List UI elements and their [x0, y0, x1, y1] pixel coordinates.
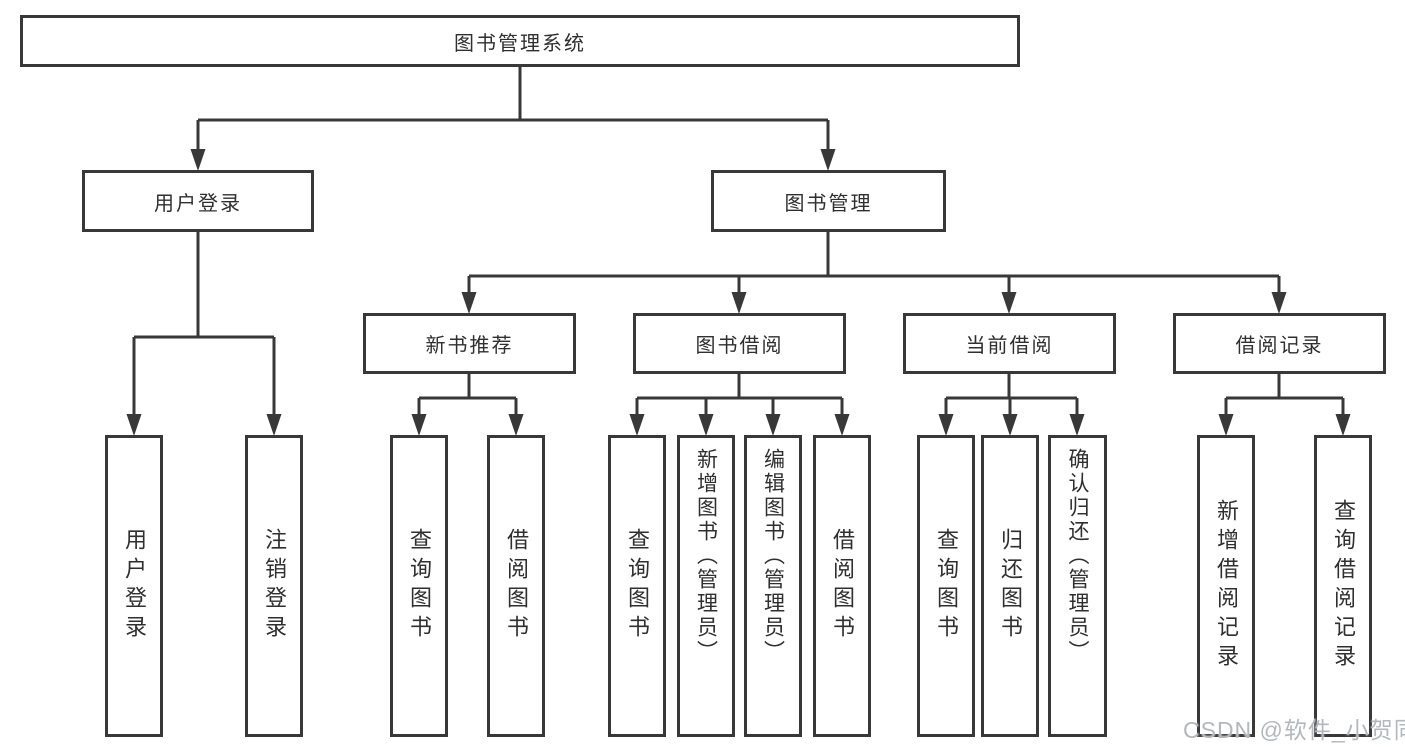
leaf-query-books-borrowing: 查询图书	[608, 435, 666, 737]
csdn-watermark: CSDN @软件_小贺同学	[1183, 717, 1405, 743]
leaf-label: 查询图书	[934, 528, 959, 644]
arrowhead-icon	[126, 414, 142, 436]
arrowhead-icon	[834, 414, 850, 436]
connector	[196, 67, 830, 152]
arrowhead-icon	[1271, 292, 1287, 314]
node-borrowing-records: 借阅记录	[1173, 313, 1386, 374]
leaf-label: 注销登录	[262, 528, 287, 644]
arrowhead-icon	[266, 414, 282, 436]
connector	[635, 374, 844, 417]
leaf-borrow-books-recommend: 借阅图书	[487, 435, 545, 737]
leaf-edit-books-admin: 编辑图书（管理员）	[744, 435, 802, 737]
connector	[944, 374, 1079, 417]
node-book-management: 图书管理	[711, 170, 946, 232]
node-book-borrowing: 图书借阅	[633, 313, 846, 374]
node-current-borrowing: 当前借阅	[903, 313, 1116, 374]
leaf-borrow-books-borrowing: 借阅图书	[813, 435, 871, 737]
connector	[1224, 374, 1345, 417]
leaf-return-books: 归还图书	[981, 435, 1039, 737]
leaf-query-books-recommend: 查询图书	[390, 435, 448, 737]
arrowhead-icon	[938, 414, 954, 436]
leaf-label: 查询借阅记录	[1331, 499, 1356, 673]
arrowhead-icon	[1002, 414, 1018, 436]
node-label: 图书管理	[784, 192, 873, 215]
node-new-book-recommend: 新书推荐	[363, 313, 576, 374]
arrowhead-icon	[508, 414, 524, 436]
leaf-query-borrow-record: 查询借阅记录	[1314, 435, 1372, 737]
arrowhead-icon	[461, 292, 477, 314]
node-label: 图书管理系统	[454, 32, 586, 55]
leaf-add-borrow-record: 新增借阅记录	[1197, 435, 1255, 737]
connector	[132, 232, 276, 417]
node-label: 当前借阅	[965, 335, 1054, 357]
node-label: 新书推荐	[425, 335, 514, 357]
leaf-logout: 注销登录	[245, 435, 303, 737]
leaf-label: 归还图书	[998, 528, 1023, 644]
arrowhead-icon	[629, 414, 645, 436]
arrowhead-group	[126, 149, 1351, 436]
arrowhead-icon	[411, 414, 427, 436]
connector-group	[132, 67, 1345, 417]
connector	[467, 232, 1281, 295]
node-label: 图书借阅	[695, 335, 784, 357]
leaf-user-login: 用户登录	[105, 435, 163, 737]
leaf-label: 用户登录	[122, 528, 147, 644]
leaf-label: 查询图书	[625, 528, 650, 644]
node-user-login: 用户登录	[82, 170, 314, 232]
leaf-query-books-current: 查询图书	[917, 435, 975, 737]
arrowhead-icon	[190, 149, 206, 171]
leaf-label: 新增图书（管理员）	[694, 448, 718, 664]
leaf-label: 编辑图书（管理员）	[761, 448, 785, 664]
leaf-confirm-return-admin: 确认归还（管理员）	[1048, 435, 1107, 737]
leaf-label: 确认归还（管理员）	[1066, 448, 1089, 664]
connector	[417, 374, 518, 417]
leaf-label: 查询图书	[407, 528, 432, 644]
node-library-management-system: 图书管理系统	[20, 15, 1020, 67]
arrowhead-icon	[1218, 414, 1234, 436]
arrowhead-icon	[1335, 414, 1351, 436]
leaf-add-books-admin: 新增图书（管理员）	[677, 435, 735, 737]
arrowhead-icon	[731, 292, 747, 314]
arrowhead-icon	[765, 414, 781, 436]
arrowhead-icon	[1001, 292, 1017, 314]
node-label: 借阅记录	[1235, 335, 1324, 357]
arrowhead-icon	[698, 414, 714, 436]
node-label: 用户登录	[154, 192, 242, 215]
arrowhead-icon	[1069, 414, 1085, 436]
leaf-label: 借阅图书	[830, 528, 855, 644]
leaf-label: 新增借阅记录	[1214, 499, 1239, 673]
arrowhead-icon	[820, 149, 836, 171]
leaf-label: 借阅图书	[504, 528, 529, 644]
